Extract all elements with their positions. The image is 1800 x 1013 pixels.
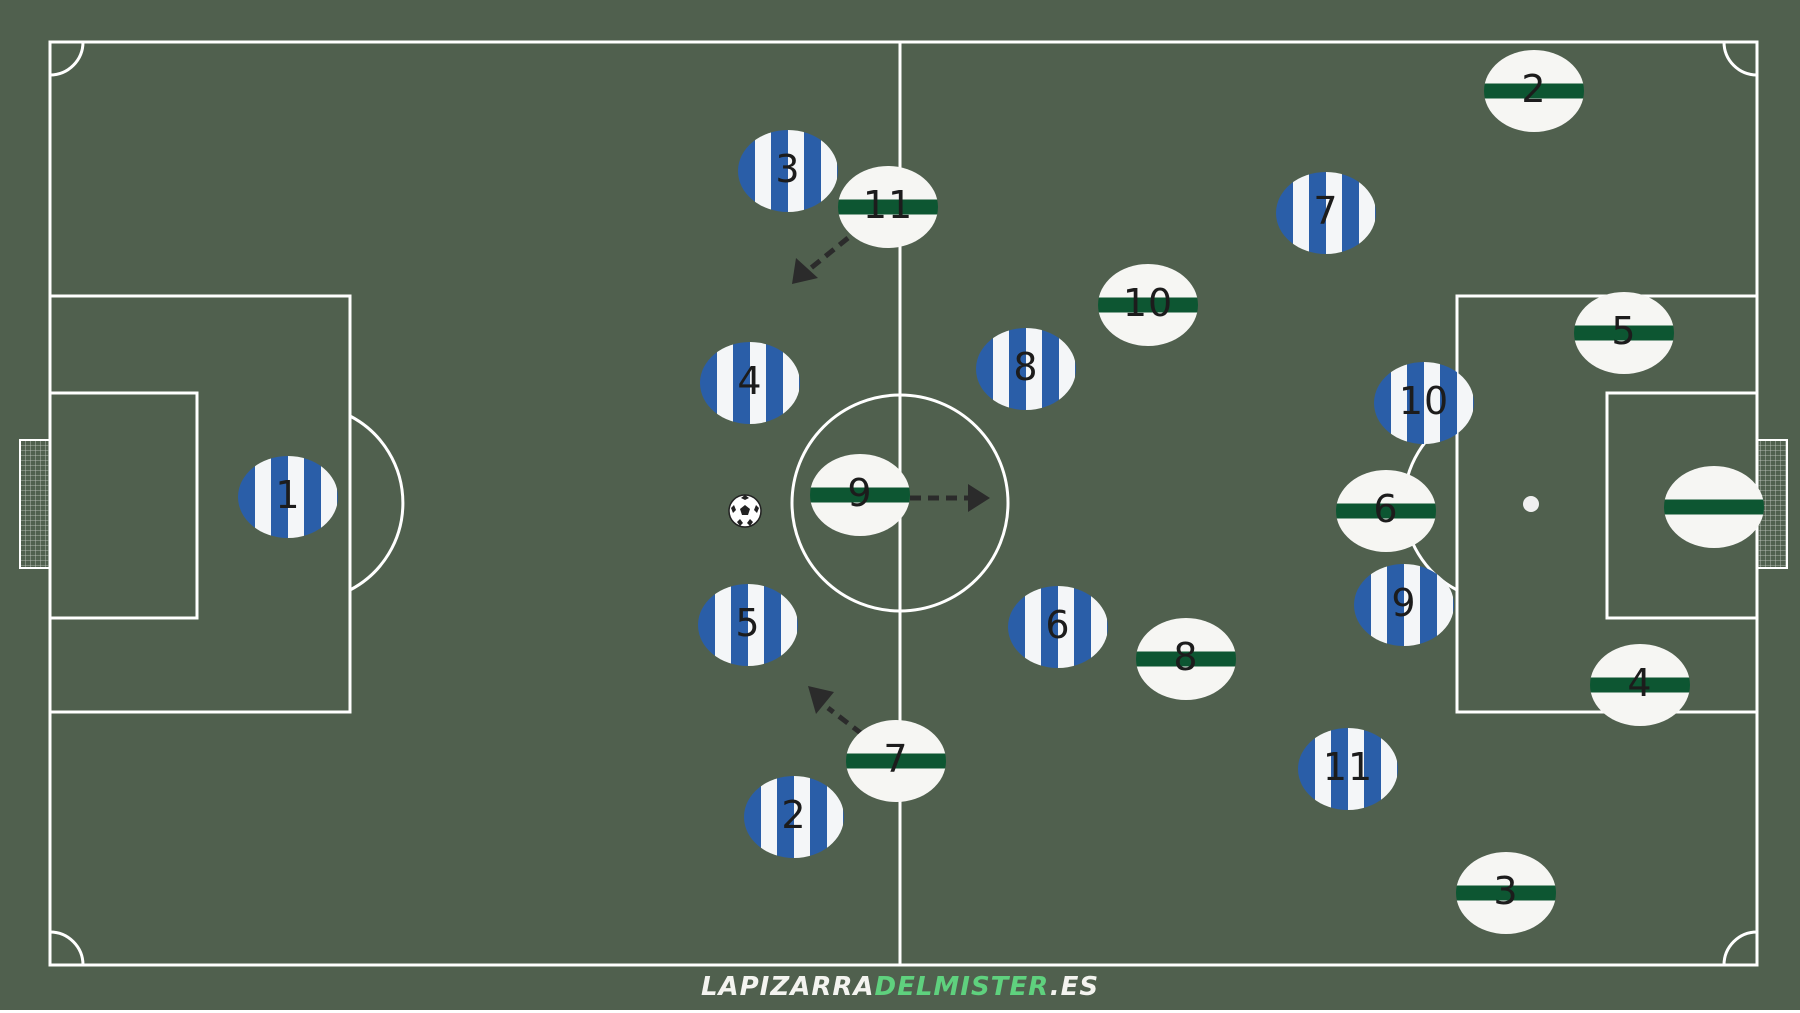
player-token-blue[interactable]: 11 <box>1298 728 1398 810</box>
player-number: 6 <box>1373 487 1399 531</box>
dashed-arrow-icon <box>808 686 834 714</box>
corner-arc-tr <box>1722 41 1758 77</box>
player-number: 4 <box>1627 661 1653 705</box>
left-goal-area <box>48 391 199 620</box>
corner-arc-br <box>1722 930 1758 966</box>
player-token-blue[interactable]: 9 <box>1354 564 1454 646</box>
player-number: 4 <box>737 359 763 403</box>
player-number: 9 <box>1391 581 1417 625</box>
watermark-part: DELMISTER <box>874 972 1050 1002</box>
player-number: 7 <box>1313 189 1339 233</box>
watermark: LAPIZARRADELMISTER.ES <box>0 972 1800 1002</box>
player-token-blue[interactable]: 4 <box>700 342 800 424</box>
player-number: 7 <box>883 737 909 781</box>
player-number: 6 <box>1045 603 1071 647</box>
player-number: 8 <box>1013 345 1039 389</box>
corner-arc-tl <box>49 41 85 77</box>
player-token-blue[interactable]: 7 <box>1276 172 1376 254</box>
center-circle <box>790 393 1010 613</box>
watermark-part: LAPIZARRA <box>700 972 875 1002</box>
player-number: 8 <box>1173 635 1199 679</box>
player-token-white[interactable]: 5 <box>1574 292 1674 374</box>
arrow-line <box>826 706 864 736</box>
right-goal <box>1756 439 1788 569</box>
soccer-ball-icon <box>728 494 762 528</box>
watermark-part: .ES <box>1049 972 1100 1002</box>
player-number: 10 <box>1398 379 1450 423</box>
player-number: 10 <box>1122 281 1174 325</box>
player-token-white[interactable]: 6 <box>1336 470 1436 552</box>
player-token-blue[interactable]: 1 <box>238 456 338 538</box>
player-number: 5 <box>735 601 761 645</box>
player-number: 5 <box>1611 309 1637 353</box>
player-number: 1 <box>275 473 301 517</box>
player-number: 11 <box>1322 745 1374 789</box>
player-token-white[interactable]: 11 <box>838 166 938 248</box>
player-number: 11 <box>862 183 914 227</box>
player-token-white[interactable]: 4 <box>1590 644 1690 726</box>
player-token-white[interactable]: 10 <box>1098 264 1198 346</box>
dashed-arrow-icon <box>792 258 818 284</box>
player-token-blue[interactable]: 10 <box>1374 362 1474 444</box>
player-number: 2 <box>1521 67 1547 111</box>
player-token-white[interactable]: 7 <box>846 720 946 802</box>
player-token-white[interactable]: 3 <box>1456 852 1556 934</box>
player-token-blue[interactable]: 3 <box>738 130 838 212</box>
player-token-blue[interactable]: 5 <box>698 584 798 666</box>
player-token-white[interactable]: 9 <box>810 454 910 536</box>
player-number: 9 <box>847 471 873 515</box>
player-token-blue[interactable]: 2 <box>744 776 844 858</box>
player-number: 2 <box>781 793 807 837</box>
player-token-white[interactable]: 2 <box>1484 50 1584 132</box>
left-penalty-arc <box>349 414 405 592</box>
left-goal <box>19 439 51 569</box>
penalty-spot-right <box>1523 496 1539 512</box>
goalkeeper-token-white[interactable] <box>1664 466 1764 548</box>
player-token-blue[interactable]: 6 <box>1008 586 1108 668</box>
player-token-blue[interactable]: 8 <box>976 328 1076 410</box>
player-number: 3 <box>1493 869 1519 913</box>
player-token-white[interactable]: 8 <box>1136 618 1236 700</box>
dashed-arrow-icon <box>968 484 990 512</box>
player-number: 3 <box>775 147 801 191</box>
corner-arc-bl <box>49 930 85 966</box>
arrow-line <box>804 236 850 274</box>
